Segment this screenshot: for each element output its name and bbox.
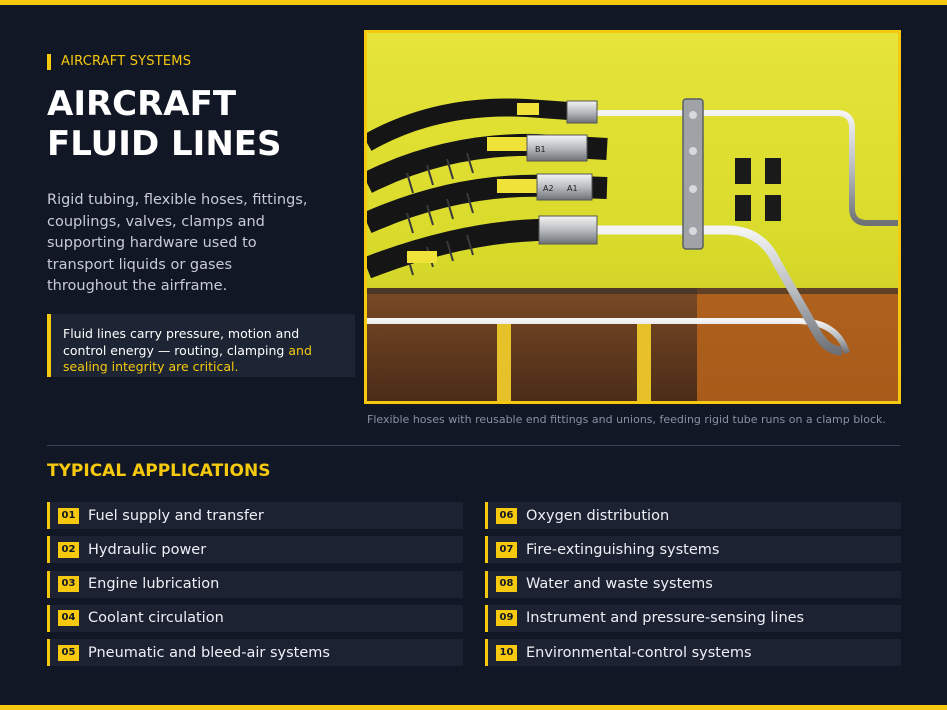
- photo-caption: Flexible hoses with reusable end fitting…: [367, 413, 886, 426]
- intro-description: Rigid tubing, flexible hoses, fittings, …: [47, 192, 308, 294]
- item-number-badge: 08: [496, 576, 517, 593]
- hose-illustration: A2 A1 B1: [367, 33, 898, 401]
- callout-text: Fluid lines carry pressure, motion and c…: [63, 326, 300, 358]
- application-item: 01 Fuel supply and transfer: [47, 502, 463, 529]
- fluid-lines-photo: A2 A1 B1: [364, 30, 901, 404]
- applications-list-left: 01 Fuel supply and transfer 02 Hydraulic…: [47, 502, 463, 673]
- hose-tag-a1: A1: [567, 184, 578, 193]
- eyebrow-label: AIRCRAFT SYSTEMS: [47, 54, 191, 70]
- application-label: Environmental-control systems: [526, 644, 752, 661]
- application-label: Oxygen distribution: [526, 507, 670, 524]
- applications-list-right: 06 Oxygen distribution 07 Fire-extinguis…: [485, 502, 901, 673]
- application-item: 06 Oxygen distribution: [485, 502, 901, 529]
- callout-highlight: and sealing integrity are critical.: [63, 342, 312, 375]
- item-number-badge: 05: [58, 644, 79, 661]
- bottom-accent-bar: [0, 705, 947, 710]
- application-label: Hydraulic power: [88, 541, 207, 558]
- application-item: 03 Engine lubrication: [47, 570, 463, 598]
- item-number-badge: 02: [58, 541, 79, 558]
- application-item: 07 Fire-extinguishing systems: [485, 536, 901, 564]
- item-number-badge: 01: [58, 507, 79, 524]
- application-label: Fuel supply and transfer: [88, 507, 264, 524]
- application-item: 05 Pneumatic and bleed-air systems: [47, 639, 463, 667]
- section-divider: [47, 445, 900, 446]
- hose-tag-b1: B1: [535, 145, 546, 154]
- application-item: 02 Hydraulic power: [47, 536, 463, 564]
- application-label: Water and waste systems: [526, 576, 713, 593]
- application-label: Fire-extinguishing systems: [526, 541, 720, 558]
- item-number-badge: 07: [496, 541, 517, 558]
- item-number-badge: 09: [496, 610, 517, 627]
- page-title-line-2: FLUID LINES: [47, 124, 282, 164]
- top-accent-bar: [0, 0, 947, 5]
- page-title: AIRCRAFT FLUID LINES: [47, 84, 347, 164]
- applications-heading: TYPICAL APPLICATIONS: [47, 461, 271, 481]
- application-item: 09 Instrument and pressure-sensing lines: [485, 604, 901, 632]
- hose-tag-a2: A2: [543, 184, 554, 193]
- item-number-badge: 10: [496, 644, 517, 661]
- page-title-line-1: AIRCRAFT: [47, 84, 237, 124]
- application-item: 08 Water and waste systems: [485, 570, 901, 598]
- application-label: Instrument and pressure-sensing lines: [526, 610, 805, 627]
- application-label: Engine lubrication: [88, 576, 220, 593]
- application-item: 10 Environmental-control systems: [485, 639, 901, 667]
- application-item: 04 Coolant circulation: [47, 604, 463, 632]
- item-number-badge: 04: [58, 610, 79, 627]
- item-number-badge: 06: [496, 507, 517, 524]
- application-label: Pneumatic and bleed-air systems: [88, 644, 330, 661]
- application-label: Coolant circulation: [88, 610, 224, 627]
- key-callout: Fluid lines carry pressure, motion and c…: [47, 314, 355, 377]
- item-number-badge: 03: [58, 576, 79, 593]
